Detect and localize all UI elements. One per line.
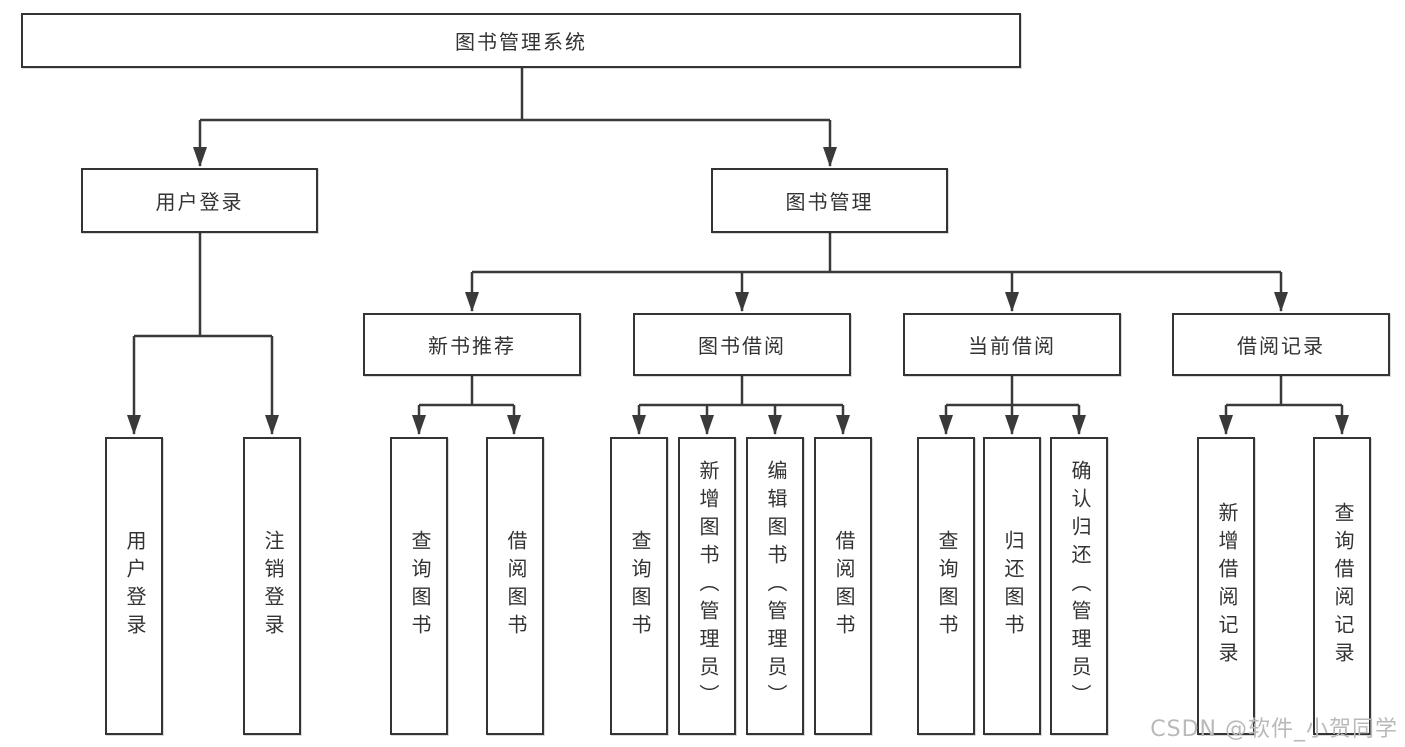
leaf-query-books-current: 查询图书 <box>917 437 975 735</box>
leaf-edit-book-admin: 编辑图书（管理员） <box>746 437 804 735</box>
leaf-logout: 注销登录 <box>243 437 301 735</box>
node-current-borrowing: 当前借阅 <box>903 313 1121 376</box>
leaf-confirm-return-admin: 确认归还（管理员） <box>1050 437 1108 735</box>
leaf-return-books: 归还图书 <box>983 437 1041 735</box>
leaf-query-borrow-record: 查询借阅记录 <box>1313 437 1371 735</box>
leaf-add-borrow-record: 新增借阅记录 <box>1197 437 1255 735</box>
leaf-user-login: 用户登录 <box>105 437 163 735</box>
node-root: 图书管理系统 <box>21 13 1021 68</box>
leaf-borrow-books-recommend: 借阅图书 <box>486 437 544 735</box>
node-borrowing-records: 借阅记录 <box>1172 313 1390 376</box>
leaf-query-books-recommend: 查询图书 <box>390 437 448 735</box>
node-new-book-recommendation: 新书推荐 <box>363 313 581 376</box>
leaf-borrow-books-borrowing: 借阅图书 <box>814 437 872 735</box>
node-book-borrowing: 图书借阅 <box>633 313 851 376</box>
leaf-query-books-borrowing: 查询图书 <box>610 437 668 735</box>
node-user-login: 用户登录 <box>81 168 318 233</box>
leaf-add-book-admin: 新增图书（管理员） <box>678 437 736 735</box>
node-book-management: 图书管理 <box>711 168 948 233</box>
csdn-watermark: CSDN @软件_小贺同学 <box>1150 717 1398 742</box>
